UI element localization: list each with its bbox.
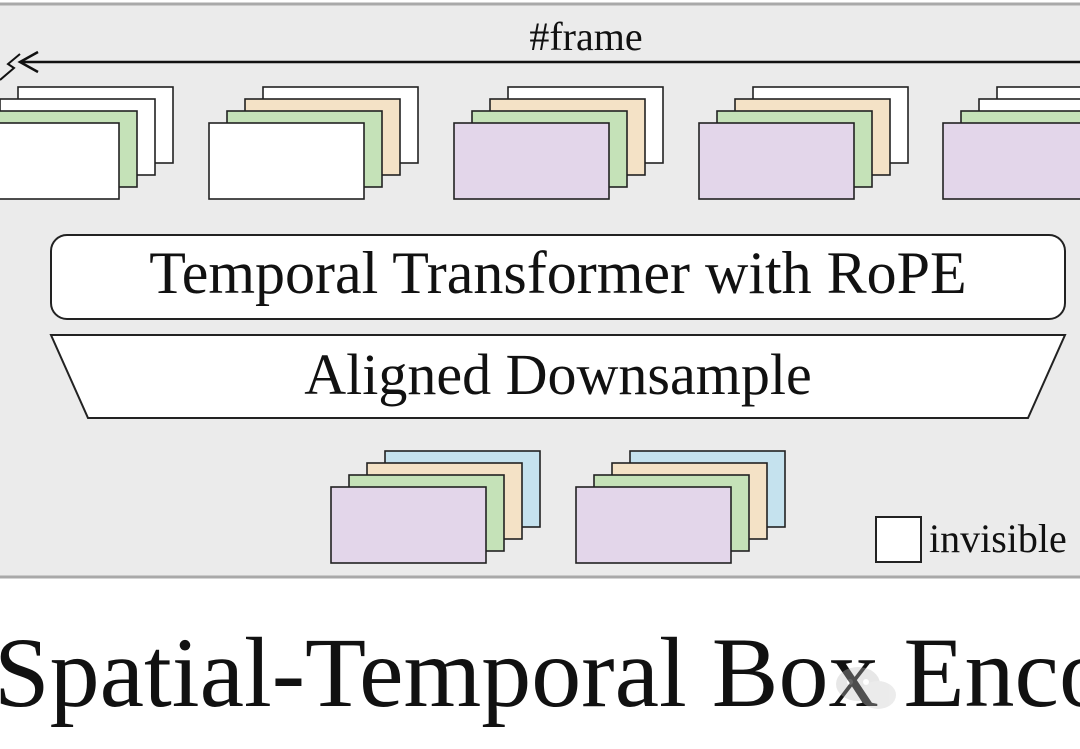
frame-axis-arrowhead (17, 50, 39, 74)
purple-frame-layer (575, 486, 732, 564)
diagram-caption: Spatial-Temporal Box Encod (0, 617, 1080, 728)
purple-frame-layer (942, 122, 1080, 200)
chat-bubble-watermark-icon (836, 667, 896, 709)
input-frame-stack-5 (942, 86, 1080, 200)
invisible-frame-layer (0, 122, 120, 200)
input-frame-stack-4 (698, 86, 909, 200)
output-box-stacks (330, 450, 786, 564)
legend-invisible-label: invisible (929, 516, 1067, 561)
input-frame-stacks (0, 86, 1080, 200)
input-frame-stack-2 (208, 86, 419, 200)
temporal-transformer-label: Temporal Transformer with RoPE (149, 240, 966, 306)
frame-axis-break-mark (0, 53, 21, 81)
legend-invisible-swatch (875, 516, 922, 563)
input-frame-stack-3 (453, 86, 664, 200)
invisible-frame-layer (208, 122, 365, 200)
output-box-stack-2 (575, 450, 786, 564)
output-box-stack-1 (330, 450, 541, 564)
purple-frame-layer (453, 122, 610, 200)
aligned-downsample-label: Aligned Downsample (304, 342, 811, 407)
input-frame-stack-1 (0, 86, 174, 200)
temporal-transformer-block (50, 234, 1066, 320)
purple-frame-layer (330, 486, 487, 564)
aligned-downsample-block (49, 334, 1067, 419)
purple-frame-layer (698, 122, 855, 200)
frame-axis-label: #frame (529, 14, 642, 59)
